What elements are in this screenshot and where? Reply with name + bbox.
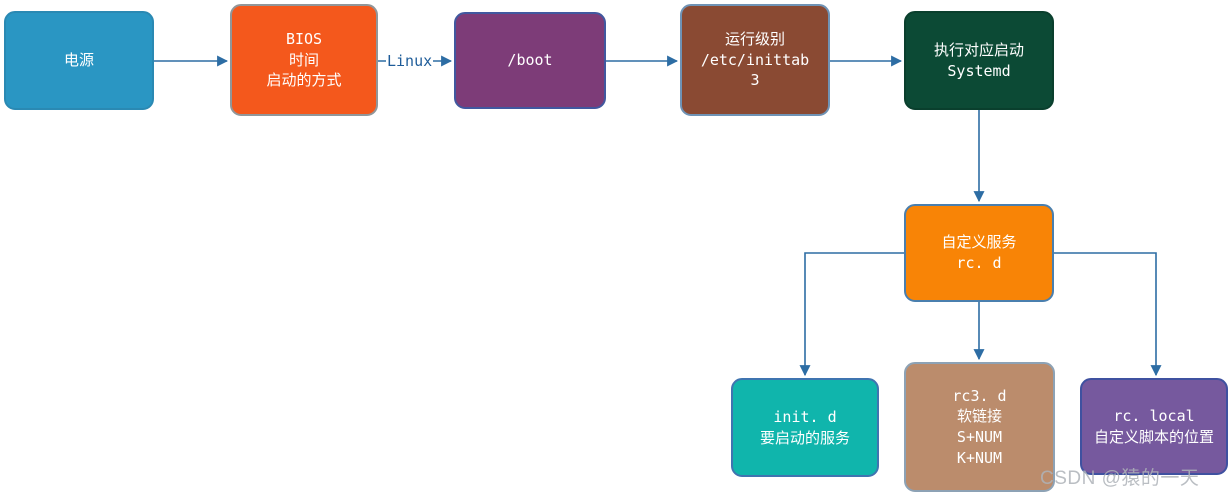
node-rc3d: rc3. d 软链接 S+NUM K+NUM bbox=[904, 362, 1055, 492]
node-label-line: 启动的方式 bbox=[266, 71, 342, 90]
node-label-line: rc. d bbox=[956, 254, 1002, 272]
node-runlevel: 运行级别 /etc/inittab 3 bbox=[680, 4, 830, 116]
node-label-line: K+NUM bbox=[956, 448, 1003, 467]
node-label-line: 运行级别 bbox=[724, 29, 785, 48]
node-label-line: 执行对应启动 bbox=[933, 40, 1024, 59]
node-label-line: rc. local bbox=[1113, 406, 1195, 425]
node-label-line: /etc/inittab bbox=[700, 50, 810, 69]
node-label-line: 软链接 bbox=[956, 407, 1002, 426]
node-systemd: 执行对应启动 Systemd bbox=[904, 11, 1054, 110]
node-label-line: 3 bbox=[750, 71, 760, 90]
node-bios: BIOS 时间 启动的方式 bbox=[230, 4, 378, 116]
node-label-line: 自定义脚本的位置 bbox=[1093, 427, 1214, 446]
node-power: 电源 bbox=[4, 11, 154, 110]
edge-rcd-to-rclocal bbox=[1054, 252, 1162, 377]
node-label-line: 自定义服务 bbox=[941, 233, 1017, 252]
node-label-line: 电源 bbox=[63, 51, 94, 70]
node-rclocal: rc. local 自定义脚本的位置 bbox=[1080, 378, 1228, 475]
node-label-line: rc3. d bbox=[952, 386, 1007, 405]
node-label-line: 要启动的服务 bbox=[759, 428, 850, 447]
node-boot: /boot bbox=[454, 12, 606, 109]
edge-label-linux: Linux bbox=[386, 52, 434, 70]
node-label-line: BIOS bbox=[285, 29, 323, 48]
csdn-watermark: CSDN @猿的一天 bbox=[1040, 468, 1200, 489]
node-label-line: init. d bbox=[773, 407, 837, 426]
edge-rcd-to-initd bbox=[799, 252, 904, 377]
node-label-line: S+NUM bbox=[956, 428, 1003, 446]
node-label-line: /boot bbox=[507, 51, 553, 70]
node-rcd: 自定义服务 rc. d bbox=[904, 204, 1054, 302]
node-label-line: 时间 bbox=[288, 50, 319, 69]
node-label-line: Systemd bbox=[947, 61, 1011, 80]
node-initd: init. d 要启动的服务 bbox=[731, 378, 879, 477]
